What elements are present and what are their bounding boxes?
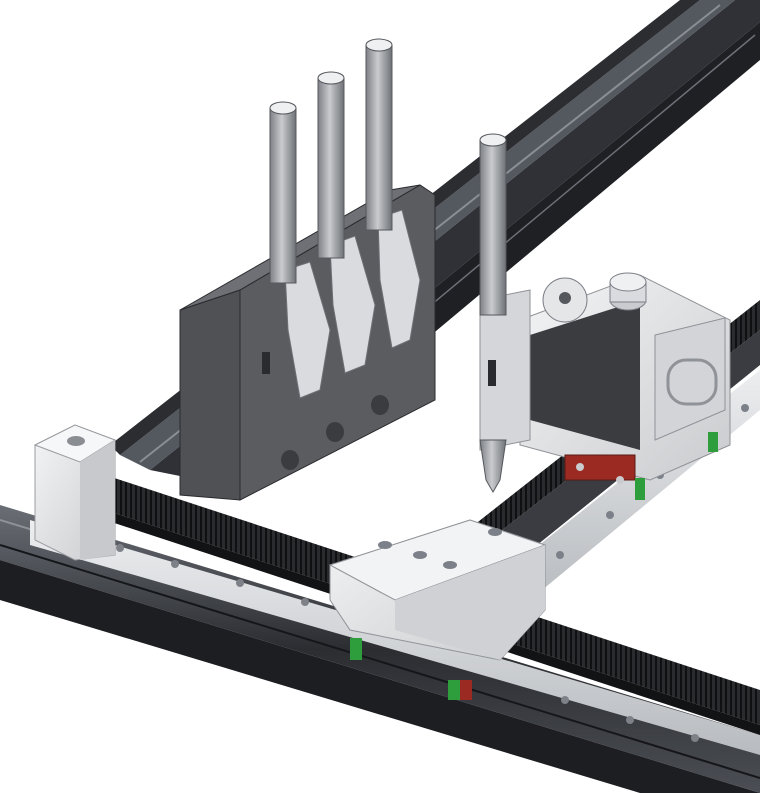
rail-holes-front (116, 544, 699, 742)
drive-pulley (542, 272, 647, 323)
end-bracket (33, 424, 117, 561)
docked-pens (269, 38, 393, 284)
gantry-carriage-plate (328, 519, 547, 700)
pen-holder-block (179, 184, 436, 501)
pen-docked-2 (317, 71, 345, 259)
carriage-blocks-front (350, 638, 472, 700)
carriage-blocks-head (564, 432, 718, 500)
pen-mount (479, 289, 531, 451)
pen-docked-3 (365, 38, 393, 231)
clip-cradles (284, 209, 421, 399)
pen-active (479, 133, 507, 493)
pen-tool-head (479, 133, 731, 500)
pen-docked-1 (269, 101, 297, 284)
